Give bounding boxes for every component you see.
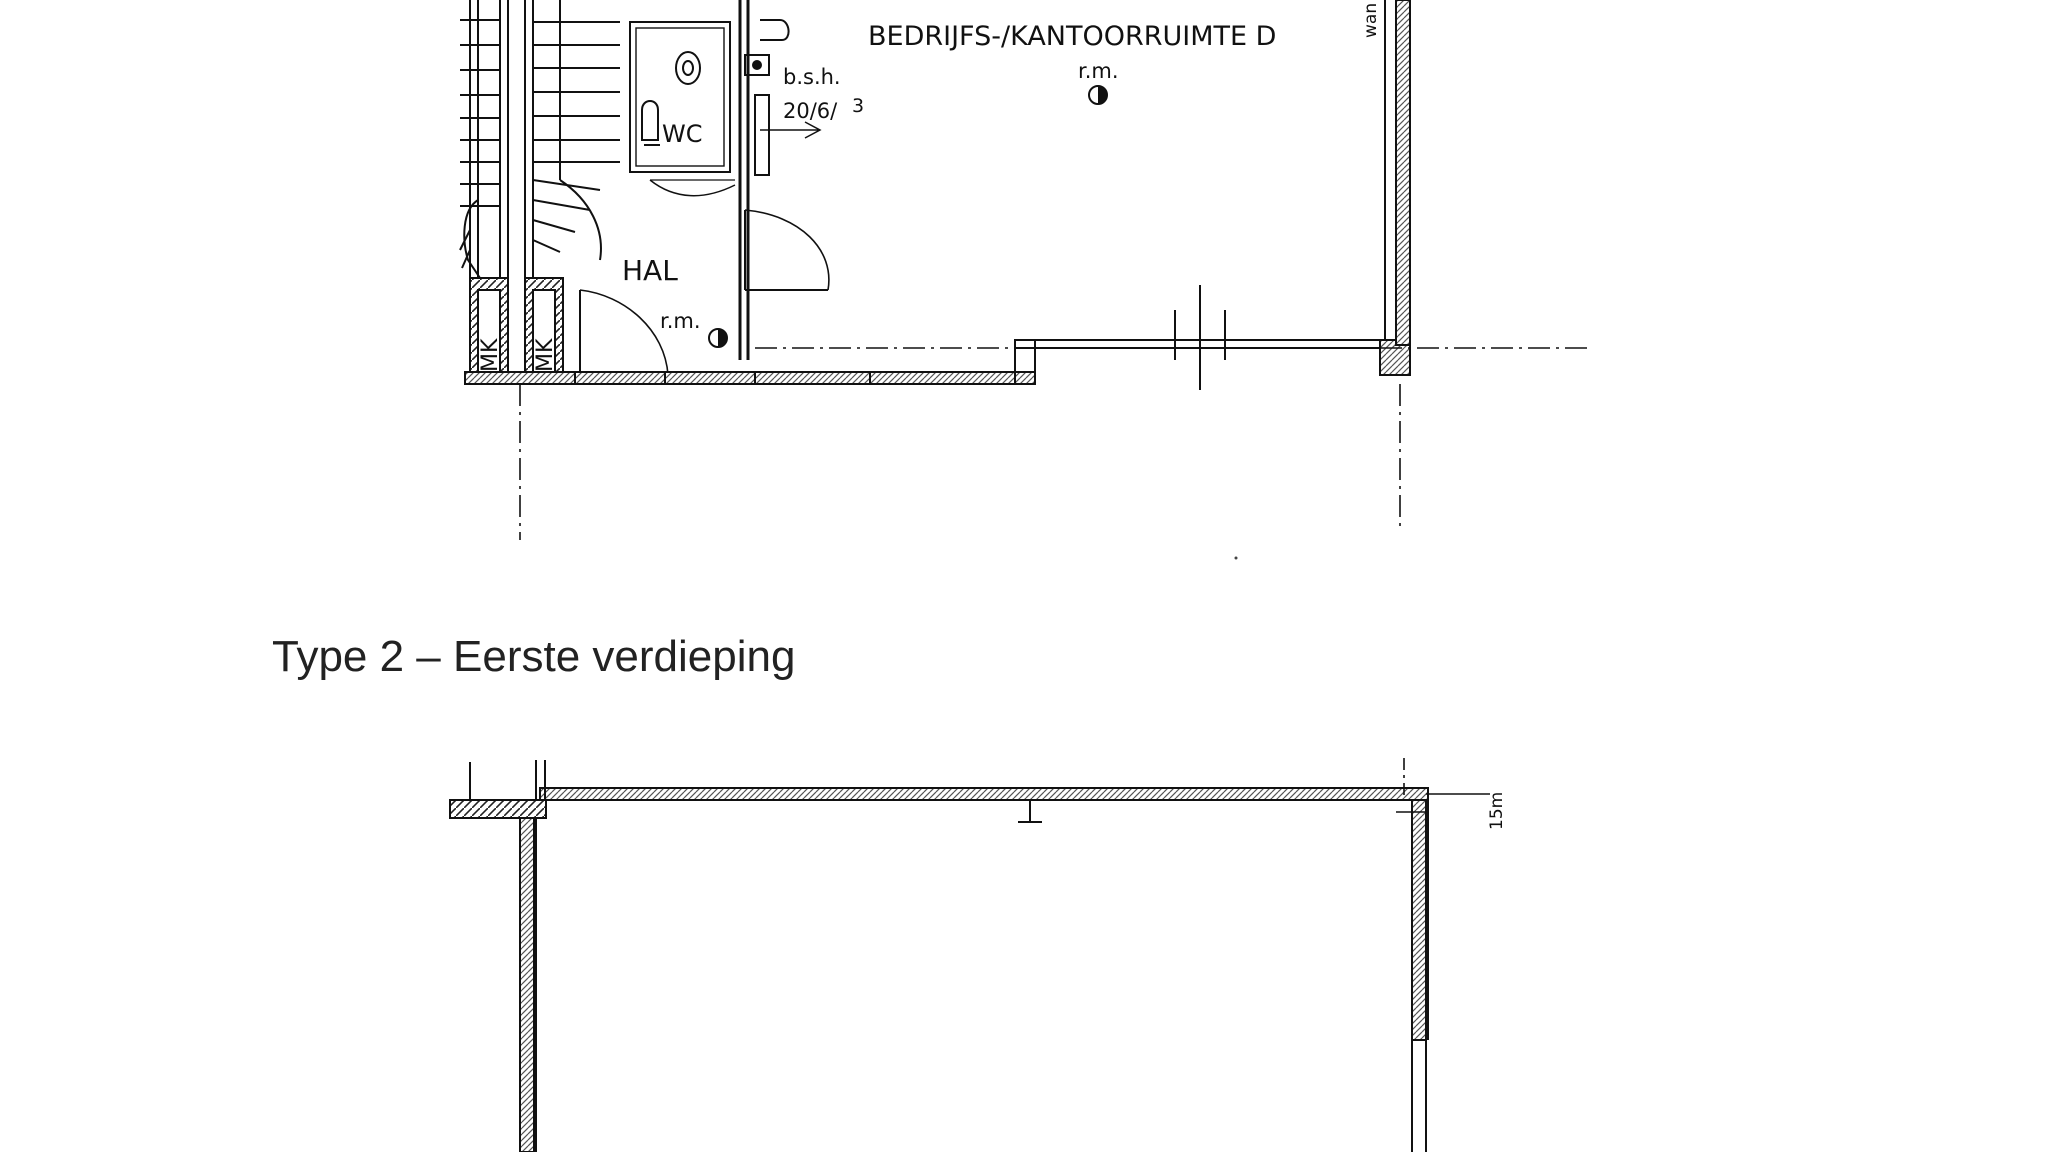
grid-lines	[519, 347, 1590, 540]
upper-plan-labels: BEDRIJFS-/KANTOORRUIMTE D r.m. HAL r.m. …	[478, 3, 1381, 372]
lower-left-wall	[519, 809, 535, 1152]
plan-caption: Type 2 – Eerste verdieping	[272, 632, 796, 681]
stair-flight-right	[524, 0, 620, 380]
hall-room-label: HAL	[622, 254, 678, 287]
lower-floor-plan	[449, 758, 1490, 1152]
office-fixture-label: r.m.	[1078, 59, 1119, 83]
office-room-label: BEDRIJFS-/KANTOORRUIMTE D	[868, 21, 1276, 52]
hall-door	[579, 209, 830, 376]
lower-top-wall	[539, 787, 1429, 801]
upper-bottom-wall	[464, 339, 1411, 385]
upper-floor-plan	[459, 0, 1590, 540]
speck	[1234, 556, 1238, 560]
lower-right-wall	[1411, 799, 1427, 1041]
hall-fixture-label: r.m.	[660, 309, 701, 333]
dims-note: 20/6/	[783, 99, 838, 123]
meter-box-label-2: MK	[533, 338, 558, 372]
upper-right-wall	[1384, 0, 1411, 346]
wc-room	[629, 0, 822, 360]
meter-cupboards	[469, 277, 564, 381]
bsh-note: b.s.h.	[783, 65, 841, 89]
window-marks	[1174, 285, 1226, 390]
lower-edge-text: 15m	[1487, 792, 1507, 830]
wc-room-label: WC	[662, 120, 703, 148]
dims-note-extra: 3	[852, 95, 864, 117]
stair-flight-left	[459, 0, 509, 380]
upper-edge-text: wan	[1361, 3, 1381, 38]
lower-left-stub	[449, 799, 547, 819]
meter-box-label-1: MK	[478, 338, 503, 372]
